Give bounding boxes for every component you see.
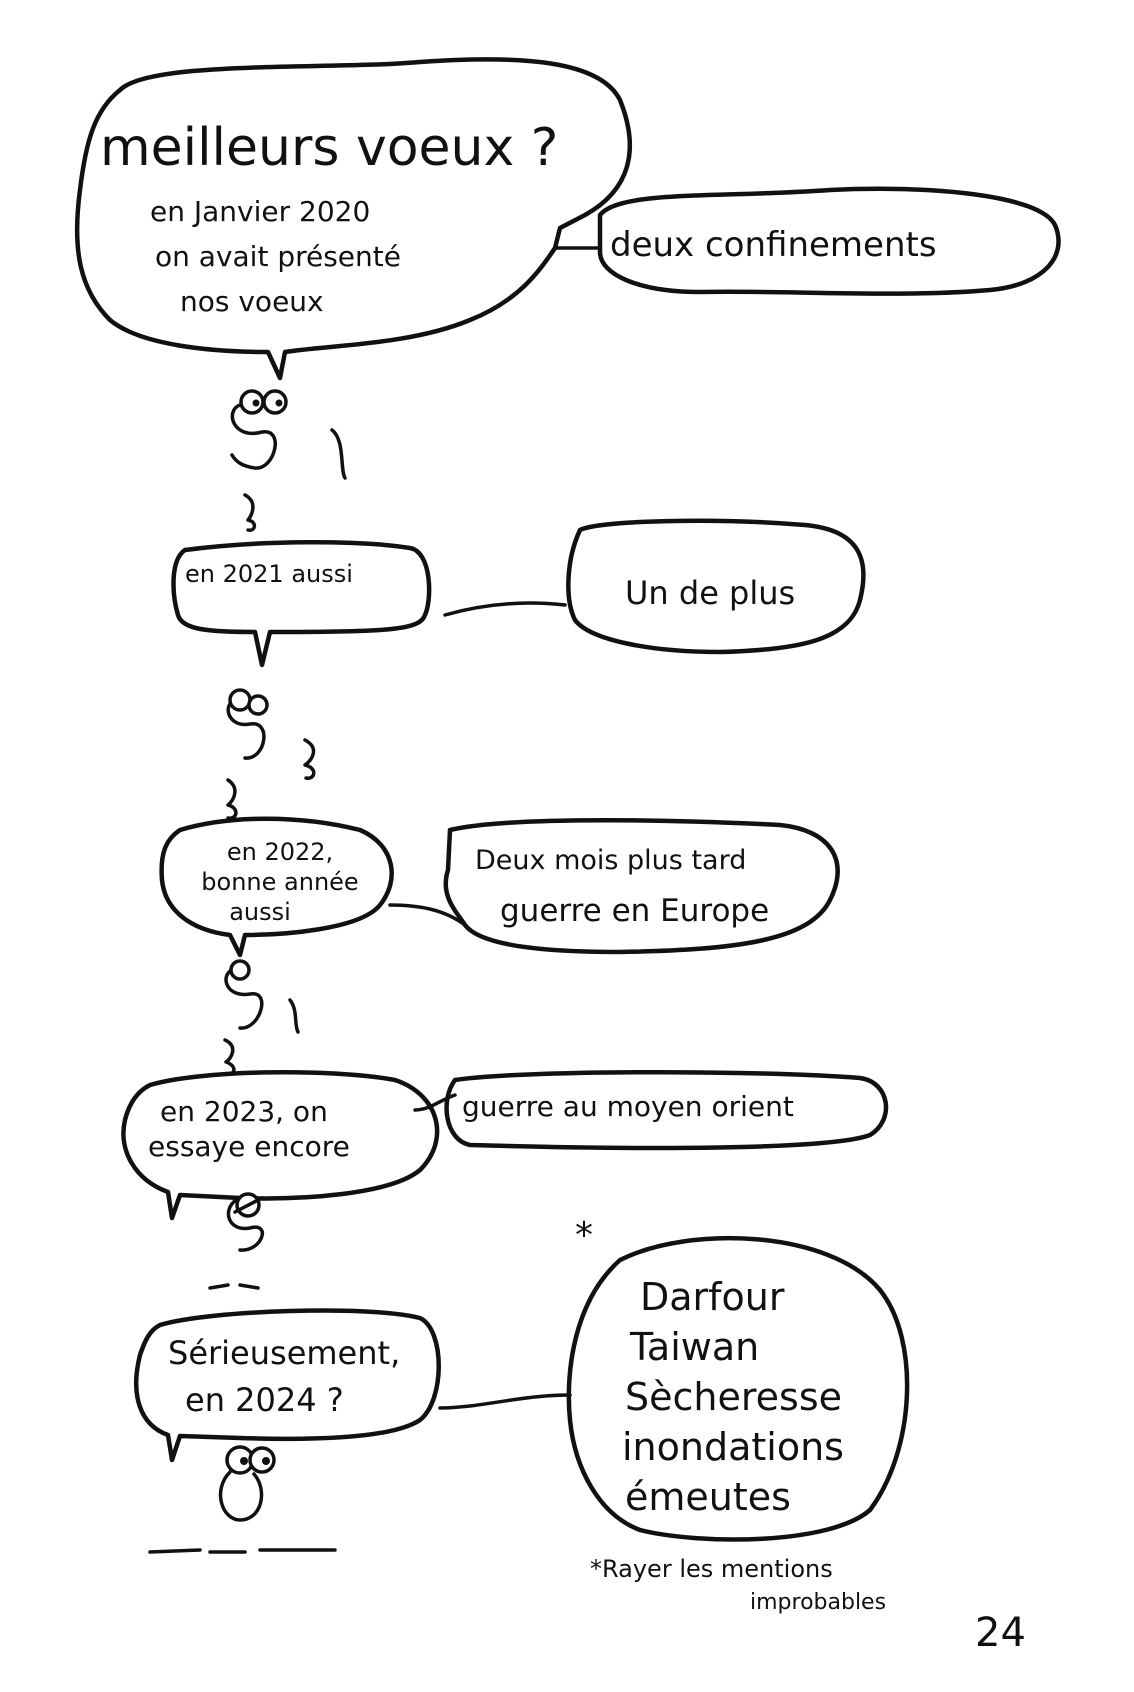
bubble-3-line-3: aussi (229, 898, 291, 926)
bubble-5-line-1: Sérieusement, (168, 1334, 401, 1372)
bubble-3 (159, 816, 394, 958)
character-3 (223, 959, 300, 1076)
character-2 (226, 688, 316, 820)
connector-4 (413, 1093, 457, 1112)
bubble-2-line-1: en 2021 aussi (185, 560, 353, 588)
reply-bubble-5 (566, 1235, 910, 1542)
reply-3-line-1: Deux mois plus tard (475, 845, 747, 876)
character-4 (208, 1192, 264, 1290)
connector-5 (438, 1393, 572, 1410)
character-1 (230, 389, 347, 532)
connector-3 (388, 903, 467, 927)
bubble-3-line-1: en 2022, (226, 838, 334, 866)
bubble-4-line-2: essaye encore (148, 1130, 350, 1163)
reply-bubble-2 (566, 518, 866, 655)
bubble-1 (74, 57, 633, 381)
reply-5-line-5: émeutes (625, 1475, 791, 1519)
bubble-4 (121, 1069, 440, 1221)
bubble-5 (133, 1308, 441, 1463)
character-5 (148, 1445, 337, 1554)
reply-5-line-1: Darfour (640, 1275, 785, 1319)
reply-3-line-2: guerre en Europe (500, 893, 770, 929)
reply-bubble-4 (444, 1069, 889, 1151)
reply-bubble-3 (443, 818, 840, 955)
bubble-1-line-3: on avait présenté (155, 240, 401, 273)
bubble-1-line-1: meilleurs voeux ? (100, 118, 559, 178)
bubble-5-line-2: en 2024 ? (185, 1381, 344, 1419)
reply-5-line-3: Sècheresse (625, 1375, 842, 1419)
reply-4-line-1: guerre au moyen orient (462, 1090, 794, 1123)
signature: 24 (975, 1610, 1026, 1656)
reply-5-line-4: inondations (622, 1425, 844, 1469)
bubble-4-line-1: en 2023, on (160, 1095, 328, 1128)
reply-5-line-2: Taiwan (630, 1325, 760, 1369)
asterisk-mark: * (575, 1215, 593, 1256)
reply-1-line-1: deux confinements (610, 225, 937, 265)
connector-2 (443, 601, 567, 617)
bubble-3-line-2: bonne année (201, 868, 359, 896)
footnote-line-2: improbables (750, 1590, 887, 1615)
bubble-1-line-2: en Janvier 2020 (150, 195, 371, 228)
footnote-line-1: *Rayer les mentions (590, 1555, 833, 1583)
bubble-2 (171, 540, 432, 668)
bubble-1-line-4: nos voeux (180, 285, 324, 318)
reply-bubble-1 (597, 186, 1061, 296)
reply-2-line-1: Un de plus (625, 574, 796, 612)
